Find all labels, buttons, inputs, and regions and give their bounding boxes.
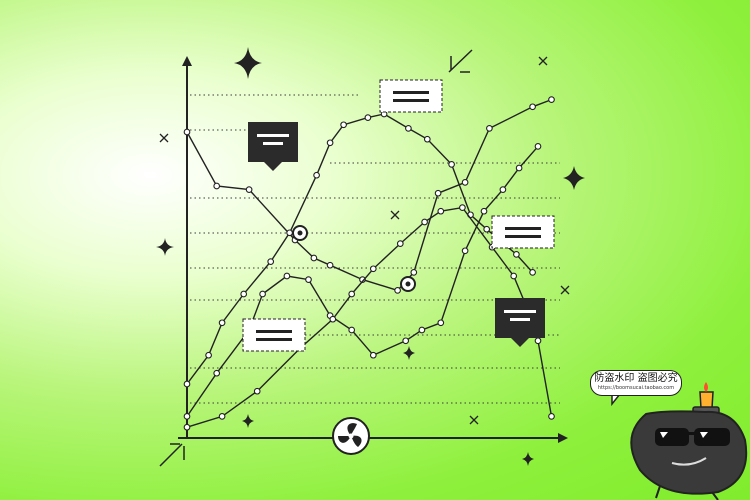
data-point (310, 254, 318, 262)
series-line-4 (186, 206, 553, 428)
y-axis-arrow (182, 56, 192, 66)
data-point (434, 189, 442, 197)
data-point (369, 265, 377, 273)
data-point (529, 269, 536, 276)
data-point (267, 258, 275, 265)
data-point (513, 251, 520, 258)
data-point (259, 290, 266, 298)
data-point (421, 218, 428, 226)
note-card-icon (491, 215, 555, 249)
axes (178, 56, 568, 443)
note-card-icon (242, 318, 306, 352)
data-point (480, 207, 488, 215)
note-card-icon (379, 79, 443, 113)
data-point (286, 229, 293, 237)
data-point (213, 182, 221, 190)
data-point (437, 207, 445, 215)
data-point (240, 290, 248, 298)
intersection-marker (292, 225, 308, 241)
bomb-mascot-icon (630, 382, 748, 500)
data-point (213, 369, 221, 377)
data-point (499, 186, 507, 193)
data-point (329, 315, 337, 323)
data-point (218, 413, 226, 420)
data-point (364, 114, 372, 121)
data-point (205, 351, 212, 359)
data-point (245, 186, 253, 193)
data-point (313, 171, 320, 179)
data-point (410, 269, 418, 276)
sparkle-icon (156, 238, 174, 256)
data-point (348, 326, 356, 334)
data-point (423, 135, 431, 143)
data-point (369, 351, 377, 359)
data-point (305, 276, 312, 283)
series-line-3 (186, 113, 534, 385)
sparkle-icon (242, 414, 254, 428)
data-point (183, 423, 191, 431)
x-axis-arrow (558, 433, 568, 443)
data-point (529, 103, 536, 111)
data-point (340, 121, 347, 129)
data-point (437, 319, 445, 327)
data-point (326, 139, 334, 147)
fan-icon (332, 417, 370, 455)
data-point (548, 96, 555, 103)
data-point (394, 287, 401, 294)
data-point (534, 337, 542, 345)
data-point (461, 247, 469, 255)
series-layer (183, 96, 555, 431)
data-point (402, 337, 410, 345)
data-point (418, 326, 426, 334)
data-point (326, 261, 334, 269)
data-point (461, 179, 469, 186)
data-point (405, 125, 412, 132)
data-point (348, 290, 356, 298)
watermark-bubble: 防盗水印 盗图必究 https://boomsucai.taobao.com (590, 370, 682, 396)
sparkle-icon (403, 346, 415, 360)
corner-slash-icon (159, 49, 473, 467)
watermark-url-text: https://boomsucai.taobao.com (597, 385, 675, 391)
data-point (253, 387, 261, 395)
data-point (396, 240, 404, 247)
data-point (218, 319, 226, 327)
data-point (515, 164, 523, 172)
data-point (448, 161, 455, 168)
data-point (548, 413, 555, 420)
sparkle-icon (522, 452, 534, 466)
data-point (459, 204, 466, 211)
speech-card-icon (495, 298, 545, 347)
data-point (183, 380, 191, 388)
cross-mark-icon (159, 56, 570, 425)
data-point (486, 125, 493, 132)
intersection-marker (400, 276, 416, 292)
data-point (534, 143, 542, 150)
data-point (483, 225, 491, 233)
data-point (510, 272, 518, 280)
sparkle-icon (563, 166, 585, 190)
data-point (183, 128, 191, 136)
speech-card-icon (248, 122, 298, 171)
data-point (183, 413, 191, 420)
data-point (283, 272, 291, 280)
series-line-1 (186, 98, 552, 292)
sparkle-icon (234, 47, 262, 79)
watermark-main-text: 防盗水印 盗图必究 (594, 373, 678, 384)
